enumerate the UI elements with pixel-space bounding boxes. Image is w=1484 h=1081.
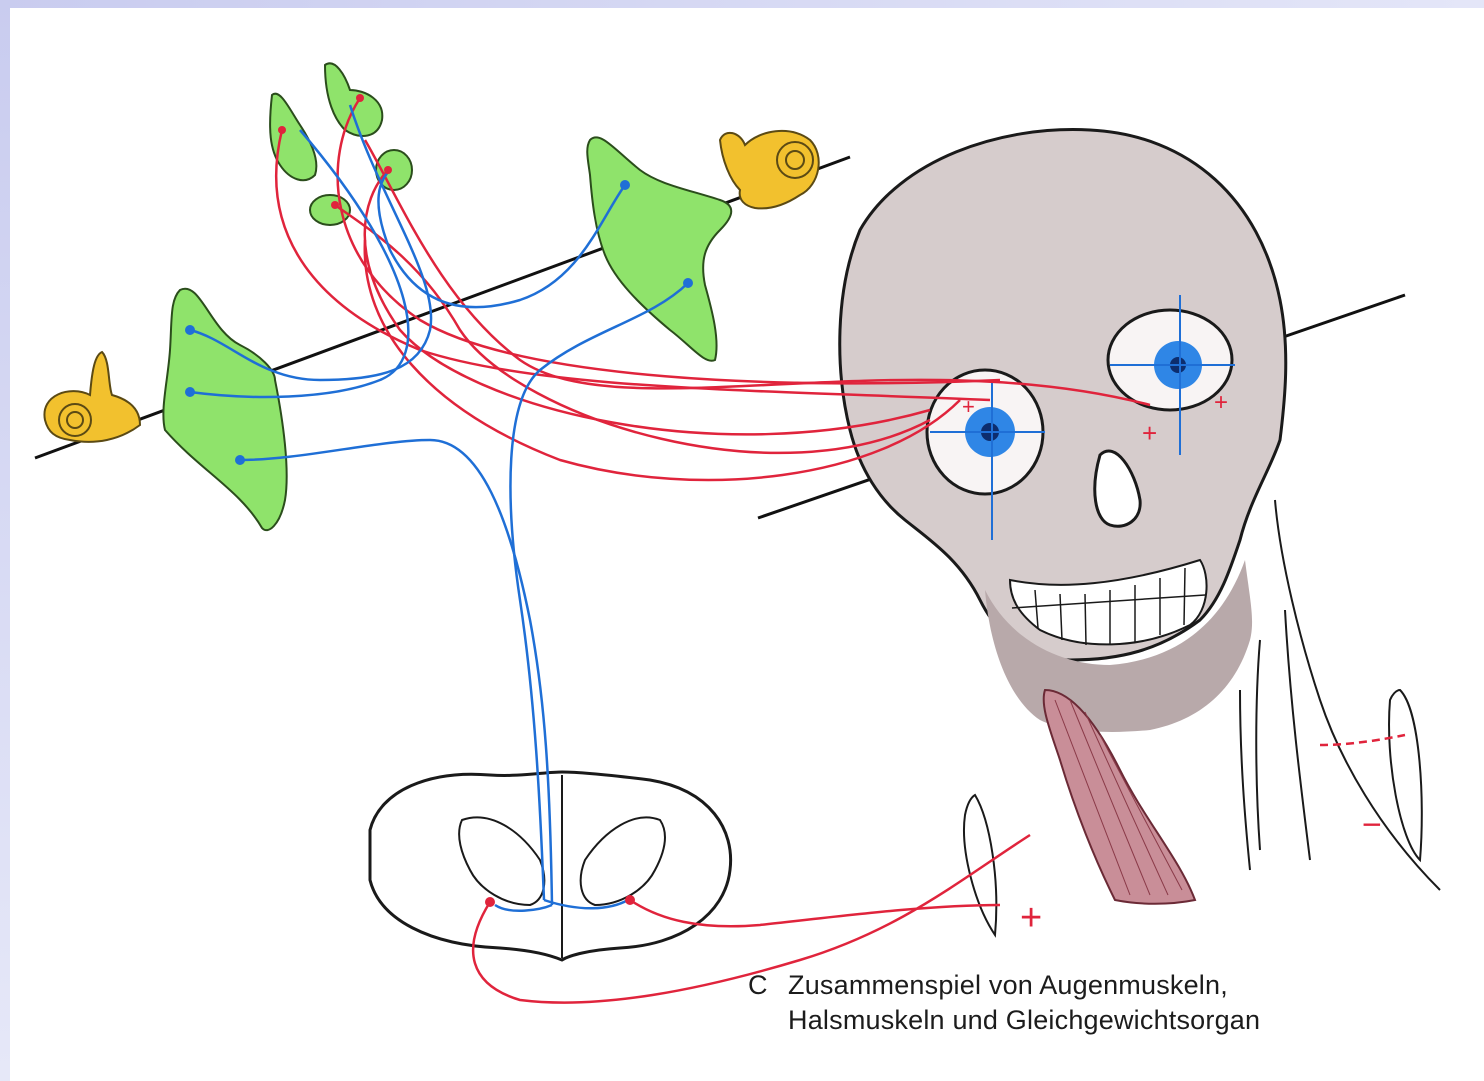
right-vestibular-nucleus — [587, 137, 731, 360]
plus-mark-right-eye: + — [1214, 389, 1228, 416]
plus-mark-right-eye-lower: + — [1142, 418, 1157, 448]
plus-mark-neck: + — [1020, 897, 1042, 939]
vestibular-axis-line — [35, 157, 850, 458]
left-vestibular-nucleus — [163, 289, 286, 530]
minus-mark-neck: − — [1362, 806, 1382, 844]
caption-letter: C — [748, 968, 788, 1003]
oculomotor-nucleus-2 — [325, 63, 382, 136]
left-inner-ear — [44, 352, 140, 442]
trapezius-muscle — [1240, 610, 1310, 870]
caption-line-1: Zusammenspiel von Augenmuskeln, — [788, 970, 1228, 1000]
plus-mark-left-eye: + — [962, 394, 975, 419]
muscle-spindle-right — [1389, 690, 1422, 860]
right-inner-ear — [720, 131, 819, 208]
caption-line-2: Halsmuskeln und Gleichgewichtsorgan — [748, 1003, 1448, 1038]
muscle-spindle-left — [964, 795, 996, 935]
